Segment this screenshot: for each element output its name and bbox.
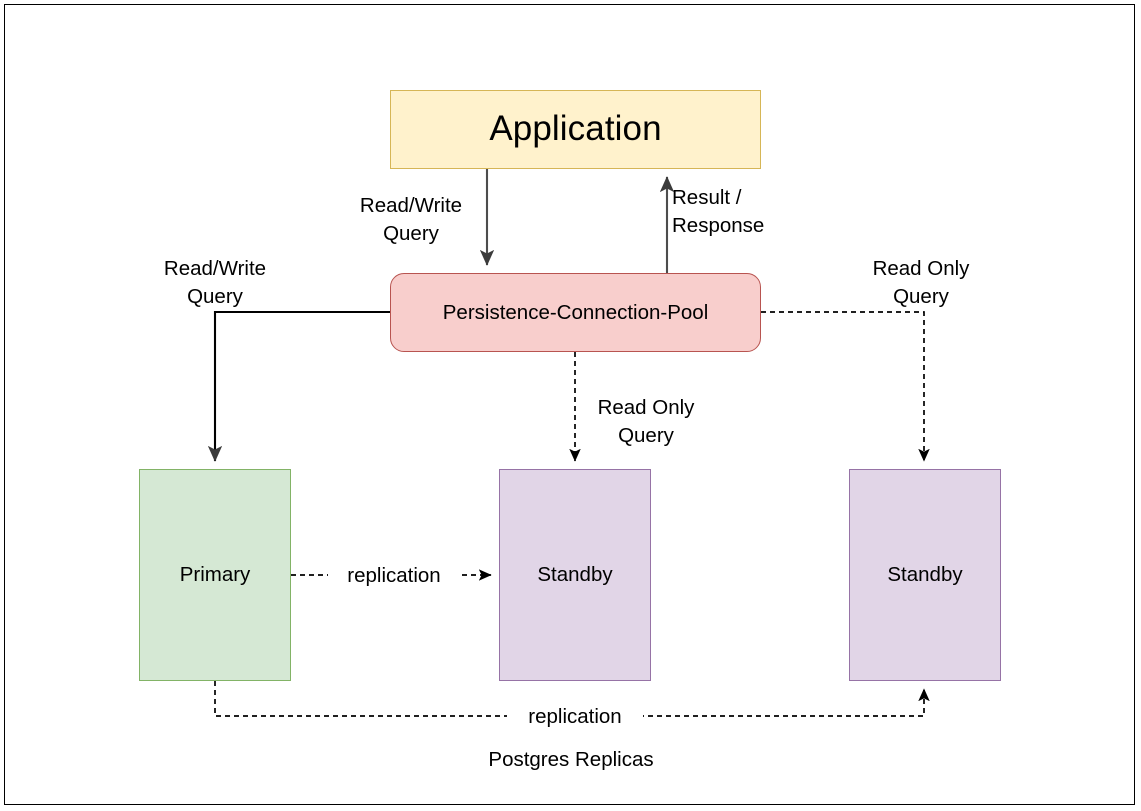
edge-label-replication-middle: replication [328, 561, 460, 591]
node-standby-center[interactable]: Standby [499, 469, 651, 681]
edge-label-pool-to-app: Result / Response [672, 186, 765, 237]
node-primary[interactable]: Primary [139, 469, 291, 681]
diagram-frame-border [4, 4, 1135, 805]
edge-label-pool-to-primary: Read/Write Query [163, 257, 267, 308]
node-standby-right-label: Standby [887, 563, 963, 587]
edge-label-pool-to-standby-right: Read Only Query [872, 257, 970, 308]
node-standby-center-label: Standby [537, 563, 613, 587]
edge-pool-to-primary [207, 310, 390, 462]
node-standby-right[interactable]: Standby [849, 469, 1001, 681]
node-persistence-connection-pool[interactable]: Persistence-Connection-Pool [390, 273, 761, 352]
edge-pool-to-standby-right [761, 311, 930, 462]
node-primary-label: Primary [179, 563, 251, 587]
node-application-label: Application [489, 109, 662, 149]
node-application[interactable]: Application [390, 90, 761, 169]
node-pool-label: Persistence-Connection-Pool [442, 300, 709, 324]
edge-label-app-to-pool: Read/Write Query [359, 194, 463, 245]
diagram-caption: Postgres Replicas [488, 748, 654, 771]
edge-label-pool-to-standby-center: Read Only Query [597, 396, 695, 447]
edge-label-replication-bottom: replication [507, 702, 643, 732]
